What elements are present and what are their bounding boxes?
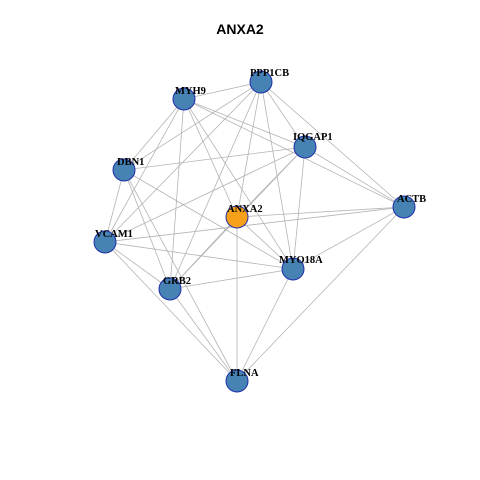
edge-actb-myo18a: [292, 206, 405, 270]
node-label-anxa2: ANXA2: [227, 204, 263, 215]
node-label-myo18a: MYO18A: [279, 255, 323, 266]
node-actb: [392, 195, 416, 219]
node-label-vcam1: VCAM1: [95, 229, 133, 240]
node-ppp1cb: [249, 70, 273, 94]
edge-myo18a-grb2: [169, 268, 294, 290]
edge-vcam1-myo18a: [104, 241, 294, 270]
edge-myh9-actb: [183, 98, 405, 208]
edge-dbn1-vcam1: [104, 169, 125, 243]
node-layer: [93, 70, 416, 393]
node-flna: [225, 369, 249, 393]
edge-ppp1cb-iqgap1: [260, 81, 306, 148]
edge-grb2-anxa2: [169, 216, 238, 290]
node-label-ppp1cb: PPP1CB: [250, 68, 289, 79]
edge-vcam1-grb2: [104, 241, 171, 290]
edge-dbn1-flna: [123, 169, 238, 382]
edge-ppp1cb-dbn1: [123, 81, 262, 171]
edge-myh9-grb2: [169, 98, 185, 290]
node-label-grb2: GRB2: [163, 276, 191, 287]
edge-ppp1cb-grb2: [169, 81, 262, 290]
edge-ppp1cb-vcam1: [104, 81, 262, 243]
edge-ppp1cb-actb: [260, 81, 405, 208]
node-grb2: [158, 277, 182, 301]
edge-myh9-dbn1: [123, 98, 185, 171]
node-dbn1: [112, 158, 136, 182]
edge-myh9-vcam1: [104, 98, 185, 243]
edge-actb-flna: [236, 206, 405, 382]
edge-iqgap1-vcam1: [104, 146, 306, 243]
node-anxa2: [225, 205, 249, 229]
edge-ppp1cb-anxa2: [236, 81, 262, 218]
node-myh9: [172, 87, 196, 111]
edge-iqgap1-actb: [304, 146, 405, 208]
edge-dbn1-myo18a: [123, 169, 294, 270]
edge-vcam1-flna: [104, 241, 238, 382]
edge-iqgap1-myo18a: [292, 146, 306, 270]
edge-layer: [104, 81, 405, 382]
edge-myh9-iqgap1: [183, 98, 306, 148]
node-label-flna: FLNA: [230, 368, 259, 379]
edge-iqgap1-dbn1: [123, 146, 306, 171]
edge-myh9-myo18a: [183, 98, 294, 270]
node-label-iqgap1: IQGAP1: [293, 132, 333, 143]
edge-iqgap1-anxa2: [236, 146, 306, 218]
edge-dbn1-grb2: [123, 169, 171, 290]
node-label-dbn1: DBN1: [117, 157, 144, 168]
edge-actb-vcam1: [104, 206, 405, 243]
node-myo18a: [281, 257, 305, 281]
edge-myh9-anxa2: [183, 98, 238, 218]
node-iqgap1: [293, 135, 317, 159]
node-label-actb: ACTB: [397, 194, 426, 205]
edge-grb2-flna: [169, 288, 238, 382]
edge-ppp1cb-myh9: [183, 81, 262, 100]
edge-myo18a-flna: [236, 268, 294, 382]
edge-actb-anxa2: [236, 206, 405, 218]
edge-myo18a-anxa2: [236, 216, 294, 270]
node-label-myh9: MYH9: [175, 86, 206, 97]
diagram-title: ANXA2: [216, 21, 264, 37]
node-vcam1: [93, 230, 117, 254]
